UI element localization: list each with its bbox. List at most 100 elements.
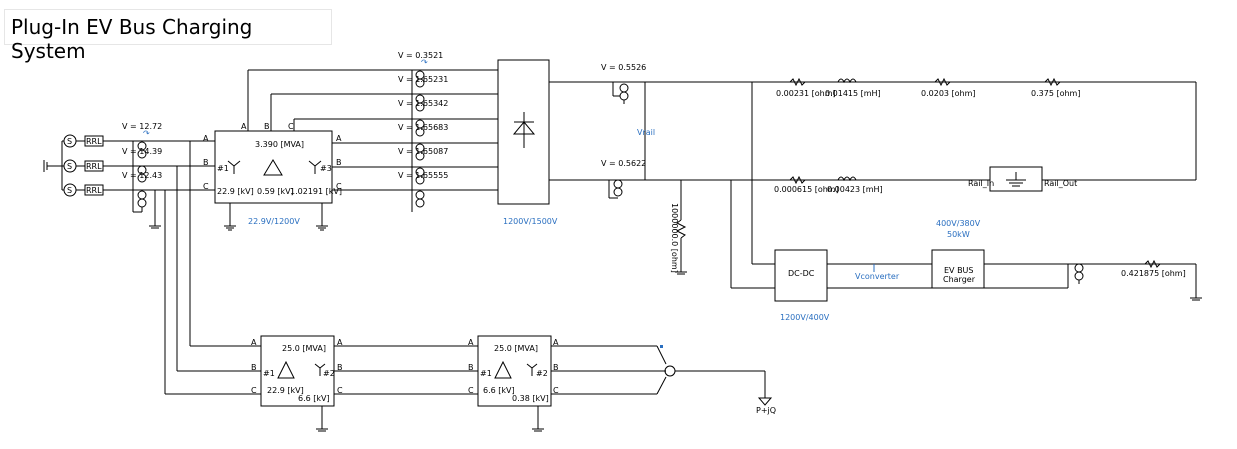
- aux2-out-b: B: [553, 363, 559, 372]
- charger-label-2: Charger: [943, 275, 976, 284]
- rectifier[interactable]: [497, 59, 550, 205]
- aux1-kv2: 6.6 [kV]: [298, 394, 330, 403]
- svg-text:S: S: [67, 137, 72, 146]
- aux1-in-c: C: [251, 386, 257, 395]
- phase-a-label: A: [203, 134, 209, 143]
- aux1-rating: 25.0 [MVA]: [282, 344, 326, 353]
- vertical-resistor[interactable]: [675, 180, 687, 275]
- aux1-out-c: C: [337, 386, 343, 395]
- aux2-kv1: 6.6 [kV]: [483, 386, 515, 395]
- title-box: Plug-In EV Bus Charging System: [4, 9, 332, 63]
- aux2-out-c: C: [553, 386, 559, 395]
- load-resistor[interactable]: [1144, 259, 1161, 269]
- pq-label: P+jQ: [756, 406, 776, 415]
- rail-l2: 0.00423 [mH]: [827, 185, 883, 194]
- dcdc-converter[interactable]: DC-DC: [774, 249, 828, 302]
- meter-label-5: V = 1.65555: [398, 171, 448, 180]
- meter-column[interactable]: [411, 70, 425, 212]
- rrl-label: RRL: [86, 137, 102, 146]
- dc-meter-bottom[interactable]: [608, 179, 623, 199]
- main-transformer-rating: 3.390 [MVA]: [255, 140, 304, 149]
- rail-r3: 0.375 [ohm]: [1031, 89, 1080, 98]
- sec-a-label: A: [336, 134, 342, 143]
- pq-load[interactable]: [656, 345, 773, 406]
- aux1-out-b: B: [337, 363, 343, 372]
- charger-rating-1: 400V/380V: [936, 219, 981, 228]
- rail-top-impedances[interactable]: [789, 77, 1061, 87]
- rail-in-label: Rail_In: [968, 179, 994, 188]
- svg-text:S: S: [67, 186, 72, 195]
- aux1-in-a: A: [251, 338, 257, 347]
- rrl-block-a[interactable]: RRL: [84, 135, 104, 147]
- tert-b-label: B: [264, 122, 270, 131]
- svg-text:↷: ↷: [421, 58, 428, 67]
- charger-meter[interactable]: [1074, 263, 1084, 284]
- vrail-label: Vrail: [637, 128, 655, 137]
- page-title: Plug-In EV Bus Charging System: [11, 15, 253, 63]
- main-transformer[interactable]: 3.390 [MVA] #1 #3 22.9 [kV] 0.59 [kV] 1.…: [203, 122, 342, 204]
- dc-voltage-top: V = 0.5526: [601, 63, 646, 72]
- main-transformer-prim-kv: 22.9 [kV]: [217, 187, 254, 196]
- aux2-w2: #2: [536, 369, 548, 378]
- aux1-out-a: A: [337, 338, 343, 347]
- dcdc-label: DC-DC: [788, 269, 815, 278]
- voltage-source-b[interactable]: S: [62, 159, 85, 173]
- main-transformer-ratio: 1.02191 [kV]: [290, 187, 342, 196]
- aux2-w1: #1: [480, 369, 492, 378]
- dcdc-caption: 1200V/400V: [780, 313, 830, 322]
- main-transformer-caption: 22.9V/1200V: [248, 217, 300, 226]
- meter-label-4: V = 1.65087: [398, 147, 448, 156]
- tert-a-label: A: [241, 122, 247, 131]
- aux2-out-a: A: [553, 338, 559, 347]
- rail-l1: 0.01415 [mH]: [825, 89, 881, 98]
- ground-source: [43, 141, 63, 190]
- dc-voltage-bottom: V = 0.5622: [601, 159, 646, 168]
- sec-b-label: B: [336, 158, 342, 167]
- meter-label-1: V = 1.65231: [398, 75, 448, 84]
- source-meter-label-b: V = 14.39: [122, 147, 162, 156]
- rrl-block-c[interactable]: RRL: [84, 184, 104, 196]
- rail-out-label: Rail_Out: [1044, 179, 1077, 188]
- ev-bus-charger[interactable]: EV BUS Charger: [931, 249, 985, 289]
- aux2-rating: 25.0 [MVA]: [494, 344, 538, 353]
- aux2-in-c: C: [468, 386, 474, 395]
- rail-block[interactable]: [989, 166, 1043, 192]
- rail-bottom-impedances[interactable]: [789, 175, 857, 185]
- source-voltage-label: V = 12.72: [122, 122, 162, 131]
- aux1-w2: #2: [323, 369, 335, 378]
- vconverter-label: Vconverter: [855, 272, 900, 281]
- meter-label-0: V = 0.3521: [398, 51, 443, 60]
- rail-r2: 0.0203 [ohm]: [921, 89, 976, 98]
- meter-label-2: V = 1.65342: [398, 99, 448, 108]
- aux-transformer-2[interactable]: 25.0 [MVA] #1 #2 6.6 [kV] 0.38 [kV] A B …: [468, 335, 559, 407]
- rectifier-caption: 1200V/1500V: [503, 217, 558, 226]
- rrl-label: RRL: [86, 162, 102, 171]
- main-transformer-sec-kv: 0.59 [kV]: [257, 187, 294, 196]
- aux1-w1: #1: [263, 369, 275, 378]
- tert-c-label: C: [288, 122, 294, 131]
- phase-b-label: B: [203, 158, 209, 167]
- rrl-block-b[interactable]: RRL: [84, 160, 104, 172]
- meter-label-3: V = 1.65683: [398, 123, 448, 132]
- rail-r4: 0.000615 [ohm]: [774, 185, 839, 194]
- aux-transformer-1[interactable]: 25.0 [MVA] #1 #2 22.9 [kV] 6.6 [kV] A B …: [251, 335, 343, 407]
- main-transformer-w1: #1: [217, 164, 229, 173]
- rail-r1: 0.00231 [ohm]: [776, 89, 836, 98]
- sec-c-label: C: [336, 182, 342, 191]
- rrl-label: RRL: [86, 186, 102, 195]
- main-transformer-w3: #3: [320, 164, 332, 173]
- phase-c-label: C: [203, 182, 209, 191]
- load-resistor-label: 0.421875 [ohm]: [1121, 269, 1186, 278]
- vertical-resistor-label: 1000000.0 [ohm]: [670, 203, 679, 273]
- voltage-source-c[interactable]: S: [62, 183, 85, 197]
- voltage-source-a[interactable]: S: [62, 134, 85, 148]
- source-meter-label-c: V = 12.43: [122, 171, 162, 180]
- dc-meter-top[interactable]: [612, 82, 629, 104]
- aux2-in-b: B: [468, 363, 474, 372]
- charger-rating-2: 50kW: [947, 230, 970, 239]
- aux2-in-a: A: [468, 338, 474, 347]
- aux2-kv2: 0.38 [kV]: [512, 394, 549, 403]
- svg-text:S: S: [67, 162, 72, 171]
- source-meters[interactable]: [132, 141, 147, 213]
